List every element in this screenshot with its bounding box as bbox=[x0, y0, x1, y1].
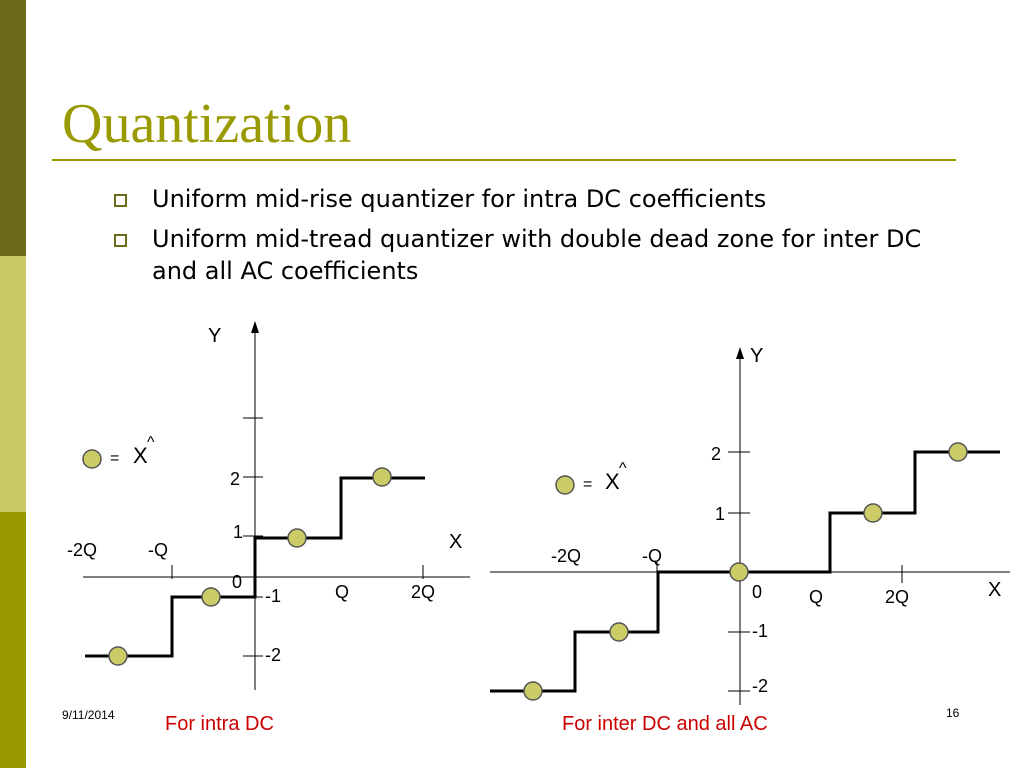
right-tick-label: -Q bbox=[642, 546, 662, 566]
bullet-text: Uniform mid-rise quantizer for intra DC … bbox=[152, 185, 767, 213]
right-tick-label: 0 bbox=[752, 582, 762, 602]
slide-number: 16 bbox=[946, 706, 960, 720]
right-caption: For inter DC and all AC bbox=[562, 713, 768, 735]
right-output-marker bbox=[729, 562, 749, 582]
title-underline bbox=[52, 159, 956, 161]
sidebar-band-dark bbox=[0, 0, 26, 256]
footer-date: 9/11/2014 bbox=[62, 708, 115, 722]
right-legend-marker bbox=[555, 475, 575, 495]
left-tick-label: -2Q bbox=[67, 540, 97, 560]
right-quantizer-diagram: Y X 2 1 0 -1 -2 -2Q -Q Q 2Q = X ^ For in… bbox=[490, 345, 1010, 735]
left-legend-symbol: X bbox=[133, 443, 148, 468]
right-legend-equals: = bbox=[583, 476, 592, 493]
slide-title: Quantization bbox=[62, 93, 352, 155]
right-x-label: X bbox=[988, 579, 1001, 601]
right-tick-label: 2Q bbox=[885, 587, 909, 607]
right-tick-label: -2Q bbox=[551, 546, 581, 566]
left-tick-label: 2Q bbox=[411, 582, 435, 602]
right-tick-label: -1 bbox=[752, 621, 768, 641]
left-tick-label: -2 bbox=[265, 645, 281, 665]
left-tick-label: 0 bbox=[232, 572, 242, 592]
right-output-marker bbox=[863, 503, 883, 523]
square-bullet-icon bbox=[114, 234, 127, 247]
right-output-marker bbox=[609, 622, 629, 642]
bullet-text: Uniform mid-tread quantizer with double … bbox=[152, 225, 922, 285]
left-tick-label: Q bbox=[335, 582, 349, 602]
right-tick-label: Q bbox=[809, 587, 823, 607]
sidebar-band-olive bbox=[0, 512, 26, 768]
right-legend-hat: ^ bbox=[619, 460, 627, 477]
left-tick-label: -Q bbox=[148, 540, 168, 560]
left-output-marker bbox=[372, 467, 392, 487]
right-tick-label: 1 bbox=[715, 504, 725, 524]
bullet-list: Uniform mid-rise quantizer for intra DC … bbox=[110, 183, 970, 295]
right-tick-label: 2 bbox=[711, 444, 721, 464]
slide-sidebar bbox=[0, 0, 26, 768]
sidebar-band-light bbox=[0, 256, 26, 512]
left-legend-hat: ^ bbox=[147, 434, 155, 451]
right-output-marker bbox=[523, 681, 543, 701]
left-tick-label: -1 bbox=[265, 586, 281, 606]
left-legend-marker bbox=[82, 449, 102, 469]
left-output-marker bbox=[287, 528, 307, 548]
left-x-label: X bbox=[449, 531, 462, 553]
left-output-marker bbox=[201, 587, 221, 607]
bullet-item: Uniform mid-rise quantizer for intra DC … bbox=[110, 183, 970, 215]
bullet-item: Uniform mid-tread quantizer with double … bbox=[110, 223, 970, 287]
left-legend-equals: = bbox=[110, 450, 119, 467]
left-caption: For intra DC bbox=[165, 713, 274, 735]
right-tick-label: -2 bbox=[752, 676, 768, 696]
left-tick-label: 2 bbox=[230, 469, 240, 489]
square-bullet-icon bbox=[114, 194, 127, 207]
right-legend-symbol: X bbox=[605, 469, 620, 494]
right-y-label: Y bbox=[750, 345, 763, 367]
left-tick-label: 1 bbox=[233, 522, 243, 542]
left-quantizer-diagram: Y X 2 1 0 -1 -2 -2Q -Q Q 2Q = X ^ For in… bbox=[67, 321, 470, 735]
left-output-marker bbox=[108, 646, 128, 666]
left-y-arrow-icon bbox=[251, 321, 259, 333]
left-staircase bbox=[85, 476, 425, 658]
left-y-label: Y bbox=[208, 325, 221, 347]
right-y-arrow-icon bbox=[736, 347, 744, 359]
right-output-marker bbox=[948, 442, 968, 462]
